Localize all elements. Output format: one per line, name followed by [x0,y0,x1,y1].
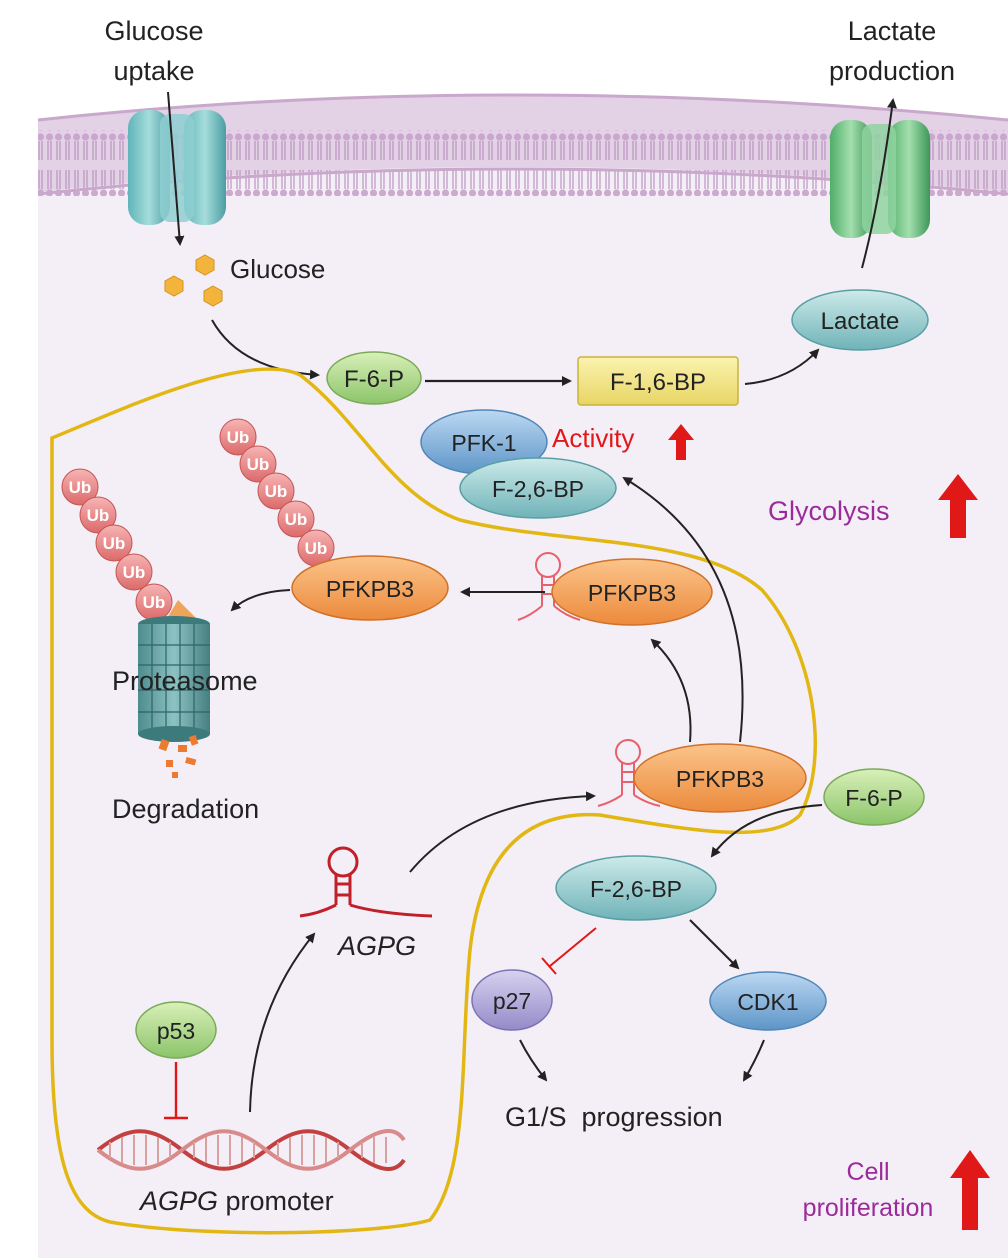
promoter-to-agpg-arrow [249,932,316,1113]
inhibition-icon [164,1062,188,1120]
cdk1-to-g1s-arrow [742,1039,765,1082]
rna-hairpin-icon [299,846,433,918]
up-arrow-icon [938,474,978,538]
svg-text:Ub: Ub [87,506,110,525]
svg-text:PFKPB3: PFKPB3 [326,576,414,602]
f6p-right-node: F-6-P [823,768,925,826]
rna-hairpin-icon [597,739,661,807]
svg-text:F-1,6-BP: F-1,6-BP [610,369,706,396]
mct-channel-icon [830,120,930,238]
svg-text:Ub: Ub [285,510,308,529]
f6p-to-f26bp-bottom-arrow [710,804,823,858]
svg-text:p53: p53 [157,1018,195,1044]
svg-text:Ub: Ub [227,428,250,447]
agpg-promoter-label: AGPG promoter [138,1186,334,1216]
svg-text:CDK1: CDK1 [737,989,798,1015]
f6p-top-node: F-6-P [326,351,422,405]
svg-text:PFKPB3: PFKPB3 [588,580,676,606]
svg-text:Ub: Ub [103,534,126,553]
f26bp-to-cdk1-arrow [689,919,740,970]
p27-node: p27 [471,969,553,1031]
svg-text:PFK-1: PFK-1 [451,430,516,456]
degradation-fragments [158,734,199,778]
degradation-label: Degradation [112,794,259,824]
g1s-progression-label: G1/S progression [505,1102,723,1132]
p53-node: p53 [135,1001,217,1059]
ncrna-region-outline [50,367,817,1235]
cell-proliferation-label-2: proliferation [803,1194,934,1222]
glucose-uptake-label: Glucose [104,16,203,46]
glucose-uptake-arrow [167,91,185,246]
svg-text:Lactate: Lactate [821,308,900,335]
svg-text:F-2,6-BP: F-2,6-BP [590,876,682,902]
glut-channel-icon [128,110,226,225]
lactate-export-arrow [861,98,897,269]
dna-helix-icon [96,1129,406,1171]
pfkpb3-to-f26bp-top-arrow [622,476,744,743]
svg-text:Ub: Ub [143,593,166,612]
svg-text:p27: p27 [493,988,531,1014]
cytoplasm [38,97,1008,1258]
pfk1-node: PFK-1 [420,409,548,475]
svg-text:Ub: Ub [69,478,92,497]
p27-to-g1s-arrow [519,1039,548,1082]
up-arrow-icon [668,424,694,460]
pfkpb3-ubiquitinated-node: PFKPB3 [291,555,449,621]
up-arrow-icon [950,1150,990,1230]
proteasome-icon [138,600,210,742]
pfkpb3-center-node: PFKPB3 [633,743,807,813]
inhibition-icon [541,927,597,975]
glucose-uptake-label-2: uptake [113,56,194,86]
lactate-node: Lactate [791,289,929,351]
glucose-molecule-icon [164,254,223,307]
ubiquitin-chain-icon: Ub Ub Ub Ub Ub [61,468,173,621]
glycolysis-label: Glycolysis [768,496,890,526]
pfkpb3-mid-node: PFKPB3 [551,558,713,626]
svg-text:F-2,6-BP: F-2,6-BP [492,476,584,502]
lactate-production-label: Lactate [848,16,937,46]
svg-text:Ub: Ub [305,539,328,558]
proteasome-label: Proteasome [112,666,258,696]
ubiquitin-chain-icon: Ub Ub Ub Ub Ub [219,418,335,567]
agpg-label: AGPG [336,931,416,961]
svg-text:Ub: Ub [123,563,146,582]
svg-text:Ub: Ub [265,482,288,501]
pfkpb3-center-to-mid-arrow [650,638,692,743]
f16bp-to-lactate-arrow [744,348,820,385]
f16bp-node: F-1,6-BP [577,356,739,406]
lactate-production-label-2: production [829,56,955,86]
cdk1-node: CDK1 [709,971,827,1031]
svg-text:F-6-P: F-6-P [344,366,404,393]
cell-proliferation-label: Cell [846,1158,889,1186]
glucose-label: Glucose [230,254,325,284]
svg-text:F-6-P: F-6-P [845,785,903,811]
pfkpb3-to-proteasome-arrow [230,589,291,612]
f26bp-bottom-node: F-2,6-BP [555,855,717,921]
f26bp-top-node: F-2,6-BP [459,457,617,519]
agpg-to-pfkpb3-arrow [409,791,596,873]
glucose-to-f6p-arrow [211,319,320,380]
activity-label: Activity [552,423,634,453]
svg-text:PFKPB3: PFKPB3 [676,766,764,792]
svg-text:Ub: Ub [247,455,270,474]
